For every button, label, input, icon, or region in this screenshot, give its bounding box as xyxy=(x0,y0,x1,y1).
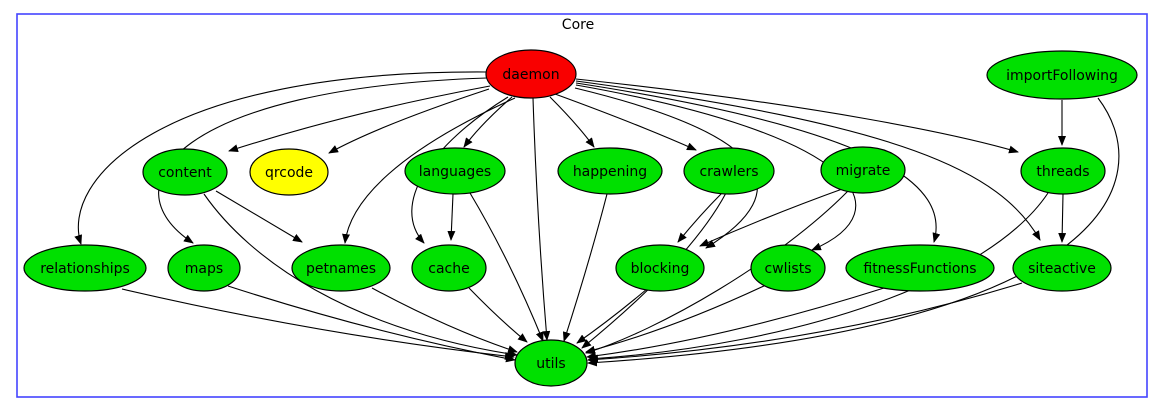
edge-layer xyxy=(74,71,1120,367)
node-content: content xyxy=(142,148,228,196)
edge-migrate-to-utils xyxy=(585,190,849,355)
node-blocking-label: blocking xyxy=(631,261,690,277)
node-petnames-label: petnames xyxy=(306,261,376,277)
node-crawlers-label: crawlers xyxy=(699,164,758,180)
node-maps-label: maps xyxy=(185,261,223,277)
node-relationships-ellipse xyxy=(23,244,147,292)
node-languages-ellipse xyxy=(404,147,506,195)
edge-relationships-to-utils xyxy=(121,288,515,360)
node-utils-label: utils xyxy=(536,356,565,372)
edge-daemon-to-siteactive xyxy=(575,80,1041,241)
edge-migrate-to-blocking xyxy=(699,187,846,247)
node-daemon: daemon xyxy=(485,49,577,99)
core-cluster-border xyxy=(16,13,1148,398)
edge-languages-to-utils xyxy=(469,192,544,342)
node-utils: utils xyxy=(514,339,588,387)
node-siteactive: siteactive xyxy=(1012,244,1112,292)
node-cwlists-label: cwlists xyxy=(764,261,811,277)
edge-cache-to-utils xyxy=(468,287,528,343)
node-cwlists-ellipse xyxy=(750,244,826,292)
node-migrate: migrate xyxy=(820,146,906,194)
node-happening-ellipse xyxy=(557,147,663,195)
edge-daemon-to-crawlers xyxy=(554,93,697,151)
node-languages-label: languages xyxy=(419,164,491,180)
node-threads: threads xyxy=(1020,147,1106,195)
edge-cwlists-to-utils xyxy=(585,284,767,354)
edge-siteactive-to-utils xyxy=(587,282,1023,364)
edge-content-to-petnames xyxy=(215,190,303,243)
node-languages: languages xyxy=(404,147,506,195)
node-blocking: blocking xyxy=(615,244,705,292)
node-daemon-label: daemon xyxy=(502,67,559,83)
node-layer: daemon importFollowing content qrcode langua… xyxy=(23,49,1138,387)
node-content-label: content xyxy=(158,165,212,181)
node-content-ellipse xyxy=(142,148,228,196)
node-threads-ellipse xyxy=(1020,147,1106,195)
node-cache: cache xyxy=(411,244,487,292)
edge-content-to-utils xyxy=(203,193,518,358)
edge-daemon-to-threads xyxy=(575,78,1019,154)
edge-petnames-to-utils xyxy=(371,287,518,353)
edge-threads-to-siteactive xyxy=(1058,193,1067,243)
node-migrate-ellipse xyxy=(820,146,906,194)
node-fitnessFunctions: fitnessFunctions xyxy=(845,244,995,292)
node-siteactive-ellipse xyxy=(1012,244,1112,292)
node-cache-label: cache xyxy=(428,261,469,277)
node-fitnessFunctions-label: fitnessFunctions xyxy=(863,261,976,277)
edge-daemon-to-relationships xyxy=(74,71,487,245)
node-relationships: relationships xyxy=(23,244,147,292)
node-blocking-ellipse xyxy=(615,244,705,292)
node-threads-label: threads xyxy=(1036,164,1089,180)
node-petnames-ellipse xyxy=(291,244,391,292)
node-happening: happening xyxy=(557,147,663,195)
edge-languages-to-cache xyxy=(447,193,456,241)
node-fitnessFunctions-ellipse xyxy=(845,244,995,292)
edge-fitnessFunctions-to-utils xyxy=(586,287,885,360)
node-cwlists: cwlists xyxy=(750,244,826,292)
edge-crawlers-to-blocking xyxy=(677,192,723,243)
node-cache-ellipse xyxy=(411,244,487,292)
node-importFollowing-ellipse xyxy=(986,50,1138,100)
node-importFollowing-label: importFollowing xyxy=(1006,68,1118,84)
node-daemon-ellipse xyxy=(485,49,577,99)
edge-threads-to-utils xyxy=(588,192,1049,363)
node-happening-label: happening xyxy=(573,164,647,180)
node-maps: maps xyxy=(167,244,241,292)
node-crawlers: crawlers xyxy=(683,147,775,195)
edge-daemon-to-utils xyxy=(532,97,551,341)
core-cluster-label: Core xyxy=(562,17,594,33)
node-qrcode: qrcode xyxy=(249,148,329,196)
edge-daemon-to-maps xyxy=(158,77,488,244)
edge-happening-to-utils xyxy=(562,193,608,342)
node-utils-ellipse xyxy=(514,339,588,387)
edge-daemon-to-content xyxy=(228,85,491,153)
node-crawlers-ellipse xyxy=(683,147,775,195)
edge-blocking-to-utils xyxy=(576,288,648,344)
edge-daemon-to-happening xyxy=(549,96,595,148)
edge-daemon-to-petnames xyxy=(342,97,516,244)
node-migrate-label: migrate xyxy=(836,163,891,179)
node-siteactive-label: siteactive xyxy=(1028,261,1096,277)
node-relationships-label: relationships xyxy=(40,261,130,277)
node-maps-ellipse xyxy=(167,244,241,292)
node-qrcode-label: qrcode xyxy=(265,165,313,181)
node-importFollowing: importFollowing xyxy=(986,50,1138,100)
edge-daemon-to-qrcode xyxy=(328,88,490,154)
edge-maps-to-utils xyxy=(227,285,516,363)
node-qrcode-ellipse xyxy=(249,148,329,196)
node-petnames: petnames xyxy=(291,244,391,292)
